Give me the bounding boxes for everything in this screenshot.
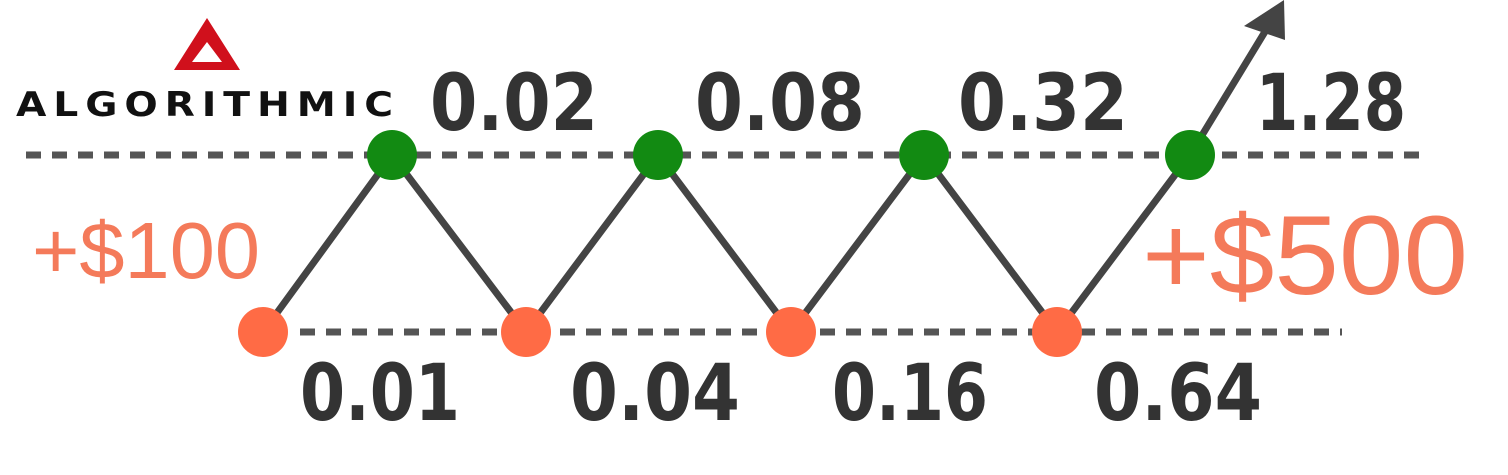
win-dot [367, 130, 417, 180]
loss-dot [766, 307, 816, 357]
profit-large-label: +$500 [1142, 193, 1468, 318]
upper-lot-label: 0.32 [958, 59, 1128, 149]
loss-dot [1032, 307, 1082, 357]
lower-lot-label: 0.01 [300, 349, 460, 439]
loss-dot [501, 307, 551, 357]
win-dot [899, 130, 949, 180]
brand-name: ALGORITHMIC [16, 85, 400, 125]
brand-logo: ALGORITHMIC [16, 18, 400, 125]
upper-lot-label: 0.02 [430, 59, 598, 149]
win-dot [633, 130, 683, 180]
loss-dot [238, 307, 288, 357]
zigzag-line [260, 151, 1193, 336]
triangle-logo-icon [174, 18, 240, 70]
upper-lot-label: 1.28 [1256, 59, 1406, 149]
profit-small-label: +$100 [32, 206, 260, 295]
arrow-head-icon [1244, 0, 1285, 40]
upper-lot-label: 0.08 [695, 59, 865, 149]
lower-lot-label: 0.64 [1094, 349, 1262, 439]
lower-lot-label: 0.04 [570, 349, 740, 439]
win-dot [1165, 130, 1215, 180]
lower-lot-label: 0.16 [832, 349, 988, 439]
